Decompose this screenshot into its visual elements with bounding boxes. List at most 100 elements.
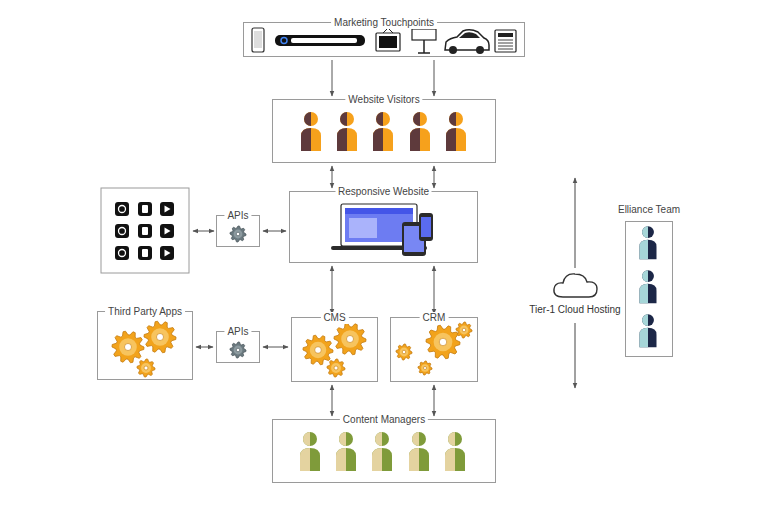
phone-device [419, 213, 433, 241]
gear-ring [310, 342, 327, 359]
person-figure [300, 432, 320, 471]
person-body [410, 128, 430, 151]
person-head [340, 112, 347, 126]
car-window [459, 32, 480, 38]
gear-teeth [396, 344, 412, 360]
person-head [642, 270, 654, 282]
person-figure [409, 432, 429, 471]
car-wheel [476, 46, 484, 54]
gear-teeth [137, 359, 155, 377]
person-body [640, 240, 649, 260]
flow-arrow [434, 60, 435, 96]
person-body [337, 128, 357, 151]
person-figure [373, 112, 393, 151]
person-body [640, 328, 649, 348]
flow-arrow [434, 385, 435, 416]
newspaper-head [498, 33, 513, 37]
newspaper-line [498, 46, 513, 47]
box-heading: CMS [320, 312, 348, 324]
box-heading: APIs [224, 210, 251, 222]
person-body [445, 448, 465, 471]
social-glyph [119, 206, 126, 213]
flow-arrow [196, 347, 213, 348]
person-head [304, 112, 311, 126]
gear-teeth [334, 323, 366, 355]
person-head [448, 432, 455, 446]
person-body [373, 128, 383, 151]
person-head [642, 314, 648, 326]
social-icon [160, 246, 174, 260]
person-body [301, 128, 321, 151]
person-half [372, 432, 392, 471]
gear-ring [400, 348, 409, 357]
newspaper-line [498, 49, 513, 50]
gear-teeth [426, 325, 460, 359]
person-half [336, 432, 346, 471]
person-half [445, 432, 455, 471]
flow-arrow [434, 166, 435, 188]
gear-icon [396, 344, 412, 360]
gear-hole [315, 347, 322, 354]
person-head [449, 112, 456, 126]
gear-icon [327, 359, 345, 377]
hosting-label: Tier-1 Cloud Hosting [527, 304, 622, 316]
person-half [300, 432, 310, 471]
search-logo [281, 38, 287, 44]
box-heading: CRM [420, 312, 449, 324]
gear-hole [236, 348, 240, 352]
phone-screen [254, 31, 262, 48]
person-head [303, 432, 317, 446]
person-figure [372, 432, 392, 471]
gear-ring [460, 326, 469, 335]
gear-icon [303, 335, 333, 365]
gear-ring [141, 363, 151, 373]
diagram-box: APIs [216, 331, 260, 363]
gear-ring [119, 338, 137, 356]
phone-icon [252, 28, 264, 52]
gear-icon [230, 342, 246, 358]
person-body [410, 128, 420, 151]
person-half [372, 432, 382, 471]
person-head [412, 432, 419, 446]
diagram-box: Elliance Team [625, 221, 673, 357]
person-body [640, 284, 657, 304]
person-body [300, 448, 320, 471]
social-box [101, 188, 189, 273]
person-half [410, 112, 420, 151]
social-icon [138, 202, 152, 216]
person-body [446, 128, 456, 151]
person-head [340, 112, 354, 126]
social-icon [160, 224, 174, 238]
diagram-box: Website Visitors [272, 99, 496, 163]
newspaper-icon [495, 30, 516, 52]
person-head [375, 432, 389, 446]
diagram-box: Third Party Apps [97, 311, 193, 380]
gear-icon [144, 321, 176, 353]
social-api-arrow [193, 231, 214, 232]
billboard-post [418, 40, 430, 53]
gear-icon [112, 331, 144, 363]
box-heading: Responsive Website [335, 186, 432, 198]
person-half [640, 314, 657, 347]
person-head [642, 226, 654, 238]
hosting-arrow-up [575, 178, 576, 268]
flow-arrow [332, 385, 333, 416]
box-heading: APIs [224, 326, 251, 338]
tv-icon [376, 33, 400, 51]
person-body [446, 128, 466, 151]
newspaper-line [498, 43, 513, 44]
gear-teeth [144, 321, 176, 353]
person-half [301, 112, 321, 151]
person-head [413, 112, 427, 126]
social-glyph [142, 205, 148, 213]
person-head [375, 432, 382, 446]
person-head [303, 432, 310, 446]
person-head [412, 432, 426, 446]
person-body [372, 448, 392, 471]
person-half [301, 112, 311, 151]
gear-hole [236, 232, 240, 236]
gear-teeth [327, 359, 345, 377]
person-half [640, 270, 657, 303]
person-half [640, 270, 649, 303]
